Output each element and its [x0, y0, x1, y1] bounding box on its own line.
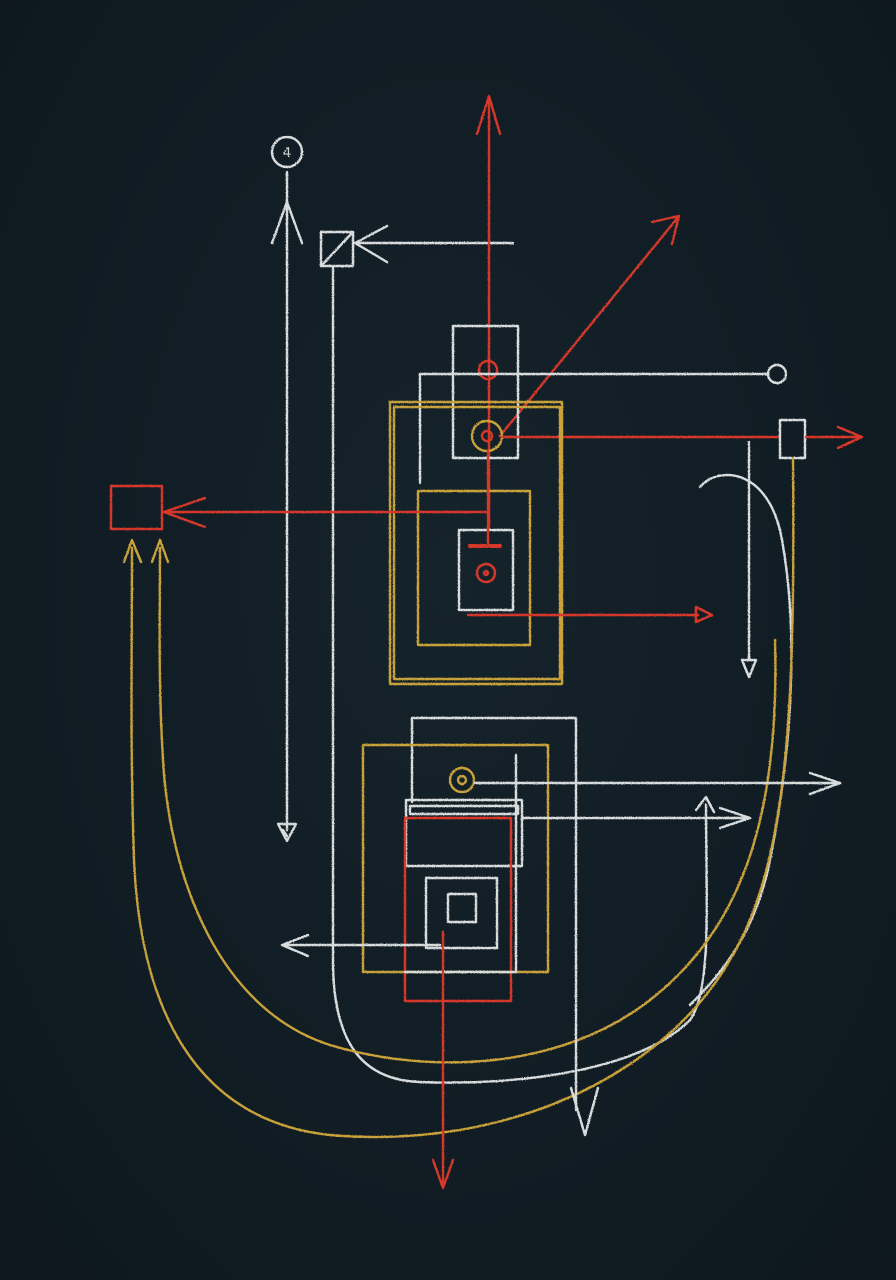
left-red-box: [109, 484, 164, 531]
yellow-inner-container: [416, 489, 532, 647]
white-curve-right: [688, 473, 793, 1007]
diagonal-square-node: [319, 230, 355, 268]
lower-white-frame: [410, 716, 600, 1137]
yellow-outer-container: [388, 400, 564, 686]
top-marker-label: 4: [283, 146, 291, 161]
red-small-circle-node: [477, 359, 499, 381]
red-down-arrow-bottom: [431, 930, 455, 1190]
inner-device-box: [457, 528, 515, 612]
red-diagonal-arrow: [498, 214, 681, 438]
upper-white-box: [451, 324, 520, 460]
yellow-loop-outer: [122, 456, 795, 1139]
white-line-to-right-circle: [418, 363, 788, 485]
lower-white-left-arrow: [280, 933, 442, 958]
white-down-arrow-right: [740, 440, 758, 679]
lower-nested-square: [424, 876, 499, 950]
red-line-to-right-box: [500, 418, 864, 460]
lower-yellow-container: [361, 743, 550, 974]
left-vertical-double-arrow: [270, 170, 304, 843]
top-marker-circle-icon: 4: [270, 135, 304, 169]
lower-white-header-box: [404, 798, 524, 868]
lower-white-outline-box: [403, 753, 518, 974]
arrow-into-diagonal-square: [353, 224, 515, 264]
red-right-arrow-short: [466, 605, 714, 624]
yellow-junction-circle: [470, 419, 504, 453]
yellow-loop-inner: [150, 538, 777, 1064]
lower-white-right-arrow: [520, 806, 752, 830]
lower-red-box: [403, 816, 513, 1003]
red-line-to-left-box: [162, 496, 489, 529]
lower-yellow-circle-node: [448, 766, 842, 796]
